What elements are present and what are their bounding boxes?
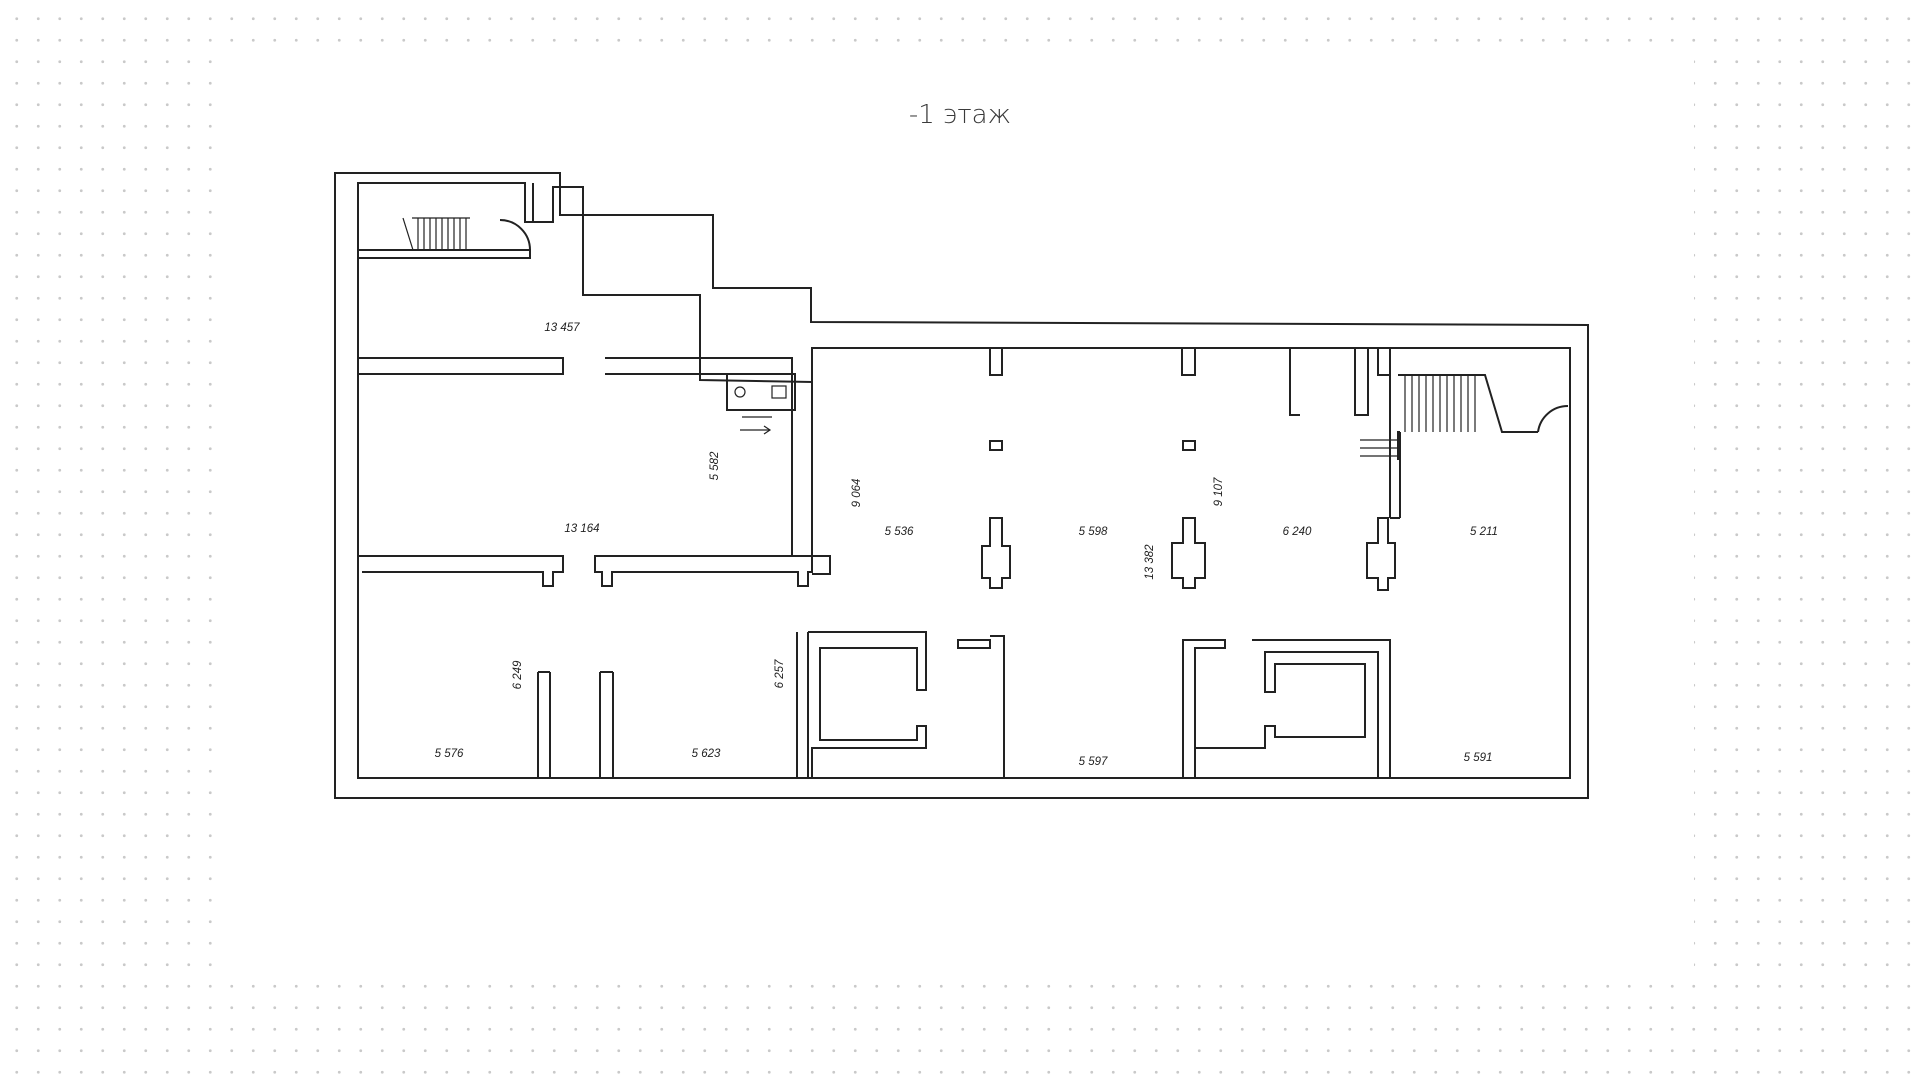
elevator-block-1	[808, 631, 927, 778]
right-door-arc	[1537, 404, 1569, 433]
wall-stub-3	[1289, 348, 1369, 416]
dimension-label: 13 382	[1144, 544, 1156, 580]
dimension-label: 9 064	[851, 479, 863, 508]
room-area-label: 5 623	[692, 748, 721, 760]
stair-room-side	[524, 183, 534, 222]
inner-wall	[357, 182, 1571, 779]
room-area-label: 5 211	[1470, 526, 1498, 538]
wall-stub-1	[989, 348, 1003, 376]
pillar-2	[1171, 517, 1206, 589]
stair-room-wall	[358, 249, 531, 259]
pillar-1	[981, 517, 1011, 589]
wall-r1-r2	[358, 357, 793, 375]
room-area-label: 5 576	[435, 748, 464, 760]
stair-treads-right	[1360, 375, 1476, 457]
right-stair-wall	[1389, 374, 1538, 519]
center-wall-right	[1182, 639, 1226, 779]
left-door-arc	[499, 219, 531, 251]
column-2	[1182, 440, 1196, 451]
room-area-label: 5 536	[885, 526, 914, 538]
floor-title: -1 этаж	[908, 100, 1012, 130]
room-area-label: 6 240	[1283, 526, 1312, 538]
dimension-label: 6 249	[512, 660, 524, 689]
elevator-block-2	[1195, 639, 1391, 779]
toilet-wall	[726, 373, 796, 411]
pillar-3	[1366, 517, 1396, 591]
room-area-label: 5 591	[1464, 752, 1493, 764]
center-wall-left	[957, 635, 1005, 779]
room-area-label: 13 164	[564, 523, 599, 535]
column-1	[989, 440, 1003, 451]
wall-stub-4	[1377, 348, 1391, 376]
room-area-label: 13 457	[544, 322, 580, 334]
wall-r4-right	[796, 632, 809, 778]
wall-r2-right	[791, 374, 831, 575]
corridor-wall-left	[537, 672, 614, 778]
dimension-label: 9 107	[1213, 477, 1225, 506]
outer-wall	[334, 172, 1589, 799]
room-area-label: 5 597	[1079, 756, 1108, 768]
dimension-label: 6 257	[774, 659, 786, 688]
stair-treads-left	[402, 217, 470, 251]
room-area-label: 5 598	[1079, 526, 1108, 538]
wall-stub-2	[1181, 348, 1196, 376]
toilet-fixtures	[734, 385, 787, 435]
plan-sheet	[226, 54, 1694, 974]
dimension-label: 5 582	[709, 451, 721, 480]
wall-r2-r3	[358, 555, 813, 587]
